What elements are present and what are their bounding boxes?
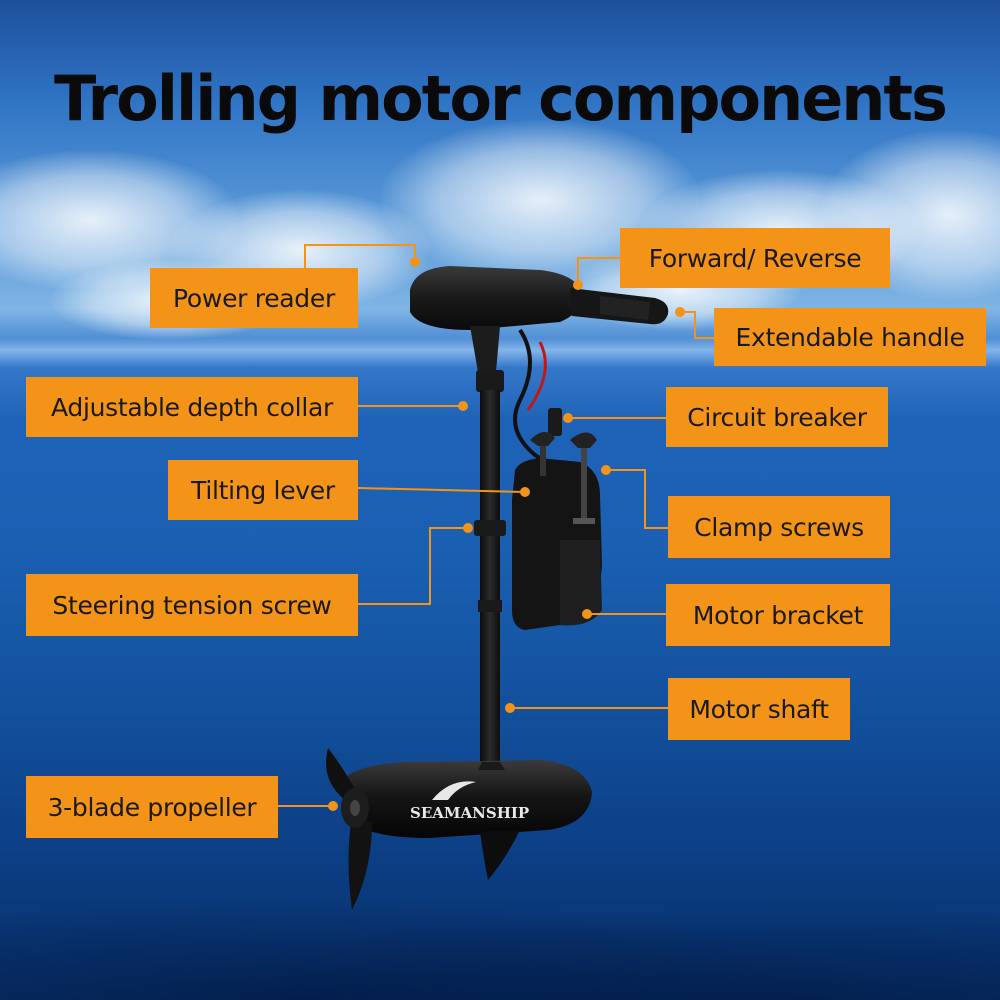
label-power-reader: Power reader (150, 268, 358, 328)
circuit-breaker-body (548, 408, 562, 436)
leader-dot-tilting-lever (520, 487, 530, 497)
leader-tilting-lever (357, 487, 526, 493)
leader-dot-clamp-screws (601, 465, 611, 475)
label-steering-tension-screw: Steering tension screw (26, 574, 358, 636)
label-forward-reverse: Forward/ Reverse (620, 228, 890, 288)
steering-tension-band (474, 520, 506, 536)
label-clamp-screws: Clamp screws (668, 496, 890, 558)
label-motor-bracket: Motor bracket (666, 584, 890, 646)
power-wire-red (526, 341, 547, 411)
label-three-blade-propeller: 3-blade propeller (26, 776, 278, 838)
motor-housing (340, 760, 592, 838)
leader-forward-reverse (577, 257, 622, 285)
handle-grip (600, 296, 650, 320)
leader-clamp-screws (606, 469, 668, 529)
seabed (0, 880, 1000, 1000)
label-motor-shaft: Motor shaft (668, 678, 850, 740)
head-neck (470, 326, 500, 372)
leader-dot-circuit-breaker (563, 413, 573, 423)
leader-power-reader (304, 244, 416, 270)
leader-dot-power-reader (410, 257, 420, 267)
brand-label: SEAMANSHIP (410, 804, 529, 822)
label-extendable-handle: Extendable handle (714, 308, 986, 366)
leader-dot-depth-collar (458, 401, 468, 411)
motor-head (410, 266, 583, 330)
page-title: Trolling motor components (54, 62, 948, 135)
skeg-fin (480, 830, 520, 880)
leader-steering-tension-screw (358, 527, 468, 605)
label-adjustable-depth-collar: Adjustable depth collar (26, 377, 358, 437)
propeller-blade-top (326, 748, 360, 800)
shaft-clamp-band (478, 600, 502, 612)
leader-dot-motor-shaft (505, 703, 515, 713)
label-circuit-breaker: Circuit breaker (666, 387, 888, 447)
label-tilting-lever: Tilting lever (168, 460, 358, 520)
motor-shaft (480, 390, 500, 770)
brand-logo-mark (432, 781, 476, 800)
lower-neck (478, 762, 505, 770)
clamp-screw-left (530, 431, 555, 476)
leader-dot-extendable-handle (675, 307, 685, 317)
leader-dot-propeller (328, 801, 338, 811)
leader-dot-steering-tension (463, 523, 473, 533)
leader-dot-forward-reverse (573, 280, 583, 290)
leader-dot-motor-bracket (582, 609, 592, 619)
depth-collar (476, 370, 504, 392)
propeller-blade-bottom (348, 815, 372, 910)
bracket-plate (560, 540, 602, 626)
leader-extendable-handle (680, 311, 715, 339)
clamp-screw-right (570, 432, 597, 524)
